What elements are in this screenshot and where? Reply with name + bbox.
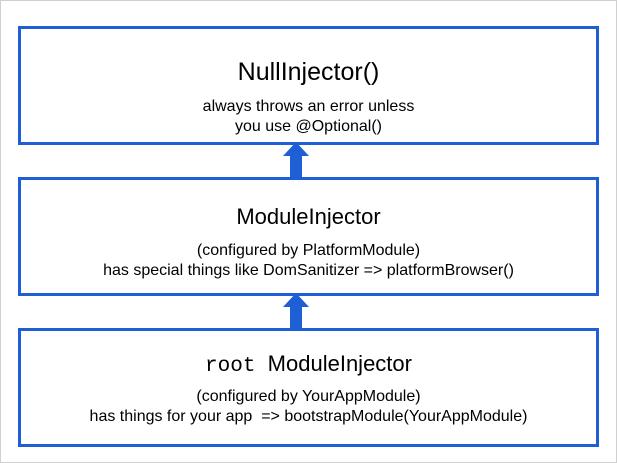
root-keyword: root: [205, 355, 256, 378]
root-injector-box: root ModuleInjector (configured by YourA…: [18, 328, 599, 447]
module-injector-box: ModuleInjector (configured by PlatformMo…: [18, 177, 599, 296]
module-injector-line-1: (configured by PlatformModule): [196, 242, 421, 259]
null-injector-line-2: you use @Optional(): [235, 118, 382, 135]
null-injector-line-1: always throws an error unless: [202, 98, 415, 115]
module-injector-title: ModuleInjector: [236, 204, 381, 229]
root-injector-title: root ModuleInjector: [21, 351, 596, 380]
root-injector-title-text: ModuleInjector: [267, 351, 412, 376]
arrow-up-icon: [281, 291, 311, 331]
root-injector-description: (configured by YourAppModule) has things…: [21, 387, 596, 427]
null-injector-box: NullInjector() always throws an error un…: [18, 26, 599, 145]
null-injector-description: always throws an error unless you use @O…: [21, 97, 596, 137]
root-injector-line-2: has things for your app => bootstrapModu…: [89, 408, 528, 425]
root-injector-line-1: (configured by YourAppModule): [196, 388, 421, 405]
arrow-up-icon: [281, 140, 311, 180]
module-injector-line-2: has special things like DomSanitizer => …: [103, 262, 514, 279]
module-injector-description: (configured by PlatformModule) has speci…: [21, 241, 596, 281]
null-injector-title: NullInjector(): [237, 58, 380, 86]
